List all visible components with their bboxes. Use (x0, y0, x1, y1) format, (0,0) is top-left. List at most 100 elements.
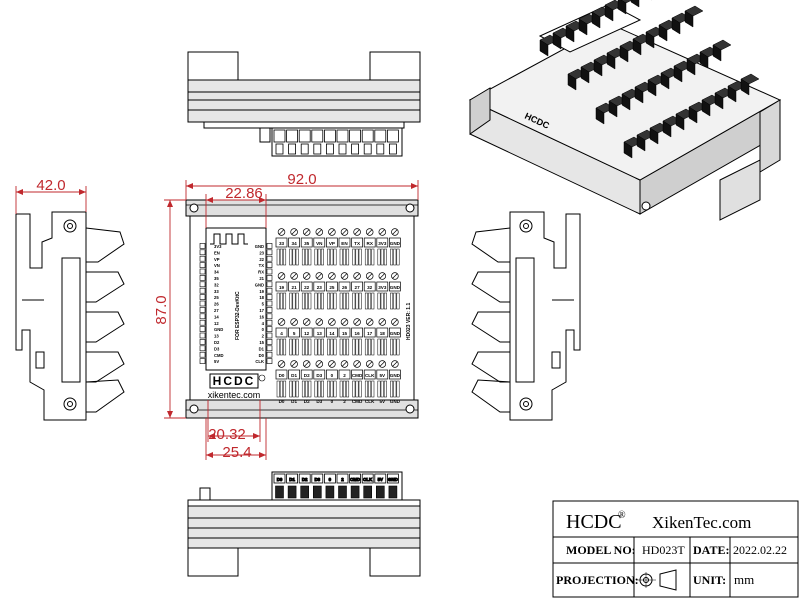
terminal-contact (295, 380, 299, 398)
terminal-label: 3V3 (378, 241, 387, 246)
terminal-label-box (275, 237, 288, 248)
terminal-label: 18 (380, 331, 386, 336)
terminal-label-box (313, 327, 326, 338)
top-terminal (374, 129, 387, 143)
terminal-contact (396, 292, 400, 310)
left-pin-label: 34 (214, 270, 219, 275)
terminal-label-box (338, 281, 351, 292)
terminal-label: GND (390, 331, 401, 336)
left-pin-label: VN (214, 263, 220, 268)
iso-terminal-side (645, 31, 655, 49)
iso-terminal-side (660, 72, 670, 90)
header-pin-left (199, 358, 206, 364)
front-bottom-label: 5V (379, 399, 386, 404)
projection-label: PROJECTION: (556, 573, 639, 587)
iso-terminal-side (671, 17, 681, 35)
terminal-contact (308, 248, 312, 266)
bottom-terminal-label-box (311, 473, 324, 484)
bottom-terminal-label-box (349, 473, 362, 484)
terminal-screw-slot (379, 319, 386, 325)
terminal-contact (292, 248, 296, 266)
terminal-contact (308, 380, 312, 398)
terminal-label: 33 (279, 241, 285, 246)
board-website: xikentec.com (208, 390, 261, 400)
terminal-contact (279, 380, 283, 398)
iso-terminal-side (701, 99, 711, 117)
terminal-contact (380, 380, 384, 398)
terminal-label: 32 (367, 285, 373, 290)
terminal-contact (276, 338, 280, 356)
terminal-contact (352, 380, 356, 398)
terminal-contact (380, 338, 384, 356)
terminal-contact (346, 248, 350, 266)
terminal-contact (330, 380, 334, 398)
terminal-contact (333, 248, 337, 266)
terminal-screw-slot (354, 229, 360, 235)
header-pin-right (266, 243, 273, 249)
header-pin-right (266, 294, 273, 300)
bottom-terminal-label-box (323, 473, 336, 484)
terminal-contact (368, 292, 372, 310)
header-pin-right (266, 319, 273, 326)
terminal-label: 15 (342, 331, 348, 336)
terminal-label: CLK (365, 373, 375, 378)
right-pin-label: 17 (259, 308, 264, 313)
terminal-contact (283, 380, 287, 398)
terminal-contact (292, 380, 296, 398)
front-view: 3V3ENVPVN343532332526271412GND13D2D3CMD5… (185, 199, 419, 419)
bottom-terminal-label: CLK (363, 477, 373, 482)
header-pin-left (199, 294, 206, 300)
terminal-screw-slot (303, 229, 310, 235)
bottom-terminal-label: D2 (302, 477, 308, 482)
terminal-screw-slot (278, 319, 285, 325)
terminal-screw-slot (278, 361, 285, 367)
terminal-contact (377, 292, 381, 310)
terminal-contact (283, 338, 287, 356)
front-bottom-label: D0 (279, 399, 285, 404)
model-no-label: MODEL NO: (566, 543, 636, 557)
terminal-label: 2 (343, 373, 346, 378)
terminal-screw-slot (354, 319, 360, 325)
header-pin-right (266, 345, 273, 352)
terminal-contact (301, 292, 305, 310)
terminal-contact (358, 248, 362, 266)
top-terminal-screw (300, 143, 309, 155)
terminal-contact (383, 292, 387, 310)
terminal-contact (358, 338, 362, 356)
bottom-terminal-opening (363, 485, 373, 499)
top-terminal (311, 129, 324, 143)
terminal-contact (308, 338, 312, 356)
top-terminal (386, 129, 399, 143)
terminal-label-box (389, 281, 401, 292)
terminal-label-box (288, 327, 300, 338)
terminal-label-box (275, 369, 288, 380)
terminal-label-box (363, 327, 376, 338)
iso-terminal-side (684, 10, 694, 28)
terminal-screw-slot (379, 361, 386, 367)
right-pin-label: 21 (259, 276, 264, 281)
terminal-contact (276, 248, 280, 266)
terminal-contact (301, 380, 305, 398)
terminal-screw-slot (366, 229, 373, 235)
terminal-label: 14 (329, 331, 335, 336)
right-pin-label: 23 (259, 250, 264, 255)
terminal-contact (289, 292, 293, 310)
bottom-terminal-label: GND (388, 477, 398, 482)
terminal-contact (355, 380, 359, 398)
terminal-screw-slot (379, 273, 386, 279)
terminal-contact (352, 292, 356, 310)
iso-terminal-side (623, 141, 633, 159)
terminal-label-box (338, 369, 351, 380)
right-pin-label: GND (255, 282, 264, 287)
module-side-text: FOR ESP32-DevKitC (235, 291, 241, 340)
top-terminal-screw (363, 143, 372, 155)
terminal-label-box (363, 237, 376, 248)
iso-terminal-side (699, 51, 709, 69)
date-value: 2022.02.22 (733, 543, 787, 557)
header-pin-right (266, 275, 273, 281)
terminal-contact (317, 292, 321, 310)
terminal-screw-slot (291, 229, 297, 235)
board-brand: HCDC (213, 374, 256, 388)
header-pin-left (199, 255, 206, 262)
terminal-contact (355, 338, 359, 356)
